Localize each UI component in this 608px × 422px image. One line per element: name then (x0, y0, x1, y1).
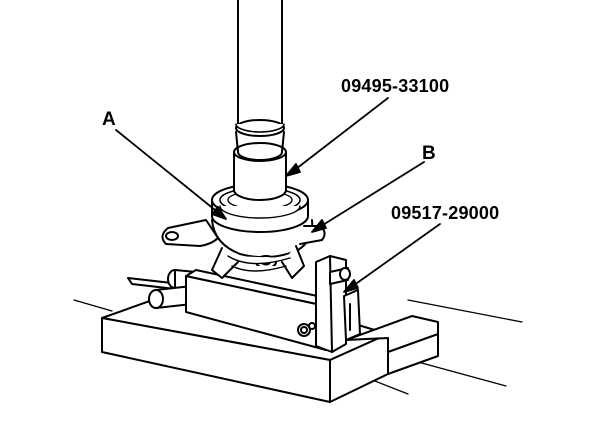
callout-label-a: A (102, 109, 116, 130)
part-number-label-upper: 09495-33100 (341, 76, 450, 96)
part-number-label-lower: 09517-29000 (391, 203, 500, 223)
leader-arrows (115, 97, 441, 293)
callout-label-b: B (422, 143, 436, 164)
press-driver (233, 0, 287, 201)
fixture-clamp (127, 255, 361, 353)
